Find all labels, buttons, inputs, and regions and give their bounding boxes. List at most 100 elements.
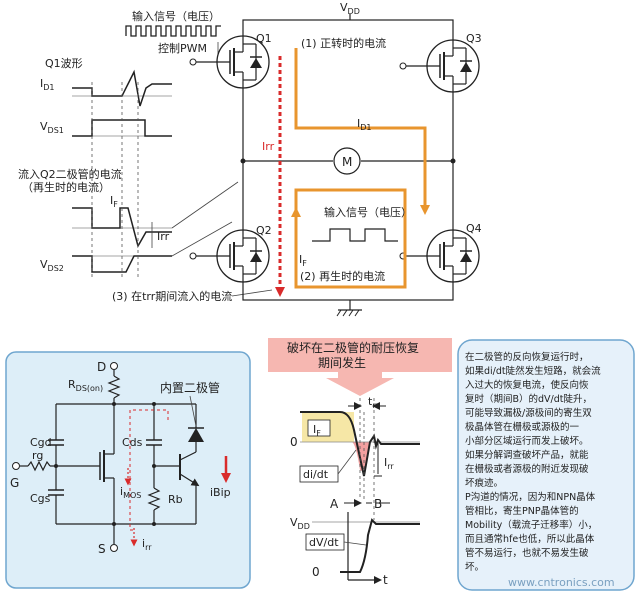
didt-label: di/dt [303, 468, 329, 481]
input-signal-label: 输入信号（电压） [132, 9, 220, 23]
if-box-label: IF [313, 423, 321, 438]
q4-transistor-icon [399, 229, 480, 283]
irr-label: Irr [157, 230, 170, 243]
vdd-voltage-label: VDD [290, 516, 310, 531]
forward-current-path [294, 48, 430, 215]
id1-path-label: ID1 [357, 117, 372, 132]
rg-label: rg [32, 449, 43, 462]
ground-icon [336, 309, 362, 317]
cds-label: Cds [122, 436, 143, 449]
note-line-9: 在栅极或者源极的附近发现破 [465, 463, 589, 475]
pwm-label: 控制PWM [158, 41, 207, 55]
imos-label: iMOS [120, 485, 141, 500]
period-b-label: B [374, 497, 382, 511]
id1-label: ID1 [40, 77, 55, 92]
time-axis-label: t [383, 573, 388, 587]
q1-label: Q1 [256, 32, 272, 45]
breakdown-down-arrow [326, 372, 394, 396]
h-bridge: VDD M [189, 1, 482, 317]
q2-flow-line2: （再生时的电流） [22, 180, 110, 194]
input-signal-section: 输入信号（电压） 控制PWM [125, 9, 221, 63]
breakdown-title-1: 破坏在二极管的耐压恢复 [287, 340, 419, 355]
note-line-3: 入过大的恢复电流，使反向恢 [465, 379, 589, 391]
vds1-label: VDS1 [40, 120, 64, 135]
trr-current-label: (3) 在trr期间流入的电流 [112, 289, 232, 303]
forward-current-label: (1) 正转时的电流 [301, 36, 386, 50]
rds-label: RDS(on) [68, 378, 103, 393]
zero-label-1: 0 [290, 435, 298, 449]
note-line-1: 在二极管的反向恢复运行时， [465, 351, 589, 363]
mosfet-symbol-icon [99, 404, 115, 524]
motor-label: M [342, 155, 352, 169]
note-line-5: 可能导致漏极/源极间的寄生双 [465, 407, 592, 419]
if-label: IF [110, 194, 118, 209]
note-line-7: 小部分区域运行而发上破坏。 [465, 435, 589, 447]
note-line-6: 极晶体管在栅极或源极的一 [465, 421, 580, 433]
dvdt-label: dV/dt [309, 536, 339, 549]
note-line-11: P沟道的情况，因为和NPN晶体 [465, 491, 596, 503]
note-line-8: 如果分解调查破坏产品，就能 [465, 449, 589, 461]
irr-path-label: Irr [262, 140, 275, 153]
breakdown-title-box [268, 338, 452, 372]
q1-waveform-title: Q1波形 [45, 57, 83, 70]
vdd-label: VDD [340, 1, 360, 16]
note-line-13: Mobility（载流子迁移率）小， [465, 519, 597, 531]
q3-transistor-icon [399, 39, 480, 93]
motor-symbol [333, 147, 361, 175]
rb-label: Rb [168, 493, 183, 506]
current-waveform [300, 411, 420, 477]
note-line-14: 而且通常hfe也低，所以此晶体 [465, 533, 595, 545]
pwm-waveform [125, 25, 221, 37]
mosfet-model-panel: D S G RDS(on) Cgd Cgs rg [5, 351, 251, 589]
regen-current-label: (2) 再生时的电流 [300, 269, 385, 283]
note-line-10: 坏痕迹。 [465, 477, 503, 489]
drain-label: D [97, 360, 106, 374]
q2-label: Q2 [256, 224, 272, 237]
note-line-16: 坏。 [465, 561, 484, 573]
irr-model-label: irr [142, 537, 152, 552]
voltage-waveform [340, 518, 420, 573]
trr-label: trr [368, 395, 379, 410]
q1-transistor-icon [189, 35, 270, 89]
q4-label: Q4 [466, 222, 482, 235]
note-line-4: 复时（期间B）的dV/dt陡升， [465, 393, 592, 405]
q2-flow-line1: 流入Q2二极管的电流 [18, 167, 122, 181]
vds1-waveform [72, 119, 172, 137]
leader-line-3 [231, 289, 273, 297]
body-diode-icon [188, 427, 204, 442]
irr-current-path [129, 409, 169, 531]
rg-resistor-icon [27, 460, 51, 472]
cgd-label: Cgd [30, 436, 52, 449]
note-line-15: 管不易运行，也就不易发生破 [465, 547, 589, 559]
q3-label: Q3 [466, 32, 482, 45]
regen-current-path [294, 188, 407, 289]
q1-waveform-section: Q1波形 ID1 VDS1 流入Q2二极管的电流 （再生时的电流） IF Irr… [18, 57, 172, 278]
note-line-2: 如果di/dt陡然发生短路，就会流 [465, 365, 601, 377]
ibip-label: iBip [210, 486, 231, 499]
source-label: S [98, 542, 106, 556]
rds-resistor-icon [107, 375, 121, 399]
gate-label: G [10, 476, 19, 490]
parasitic-bjt-icon [179, 451, 200, 524]
regen-input-label: 输入信号（电压） [324, 205, 412, 219]
regen-if-label: IF [299, 253, 307, 268]
body-diode-label: 内置二极管 [160, 380, 220, 395]
vds2-waveform [72, 255, 172, 273]
breakdown-section: 破坏在二极管的耐压恢复 期间发生 0 IF trr Irr di/dt A B … [268, 338, 452, 587]
leader-line-2 [171, 221, 233, 257]
explanation-note: 在二极管的反向恢复运行时， 如果di/dt陡然发生短路，就会流 入过大的恢复电流… [457, 339, 635, 591]
watermark: www.cntronics.com [508, 576, 615, 589]
note-box [457, 339, 635, 591]
breakdown-title-2: 期间发生 [318, 355, 366, 370]
id1-waveform [72, 69, 172, 107]
note-line-12: 管相比，寄生PNP晶体管的 [465, 505, 579, 517]
vds2-label: VDS2 [40, 258, 64, 273]
irr-peak-label: Irr [384, 456, 394, 471]
q2-transistor-icon [189, 229, 270, 283]
period-a-label: A [330, 497, 339, 511]
leader-line-1 [171, 181, 239, 229]
rb-resistor-icon [147, 487, 161, 511]
cgs-label: Cgs [30, 492, 51, 505]
regen-input-waveform [312, 228, 398, 242]
